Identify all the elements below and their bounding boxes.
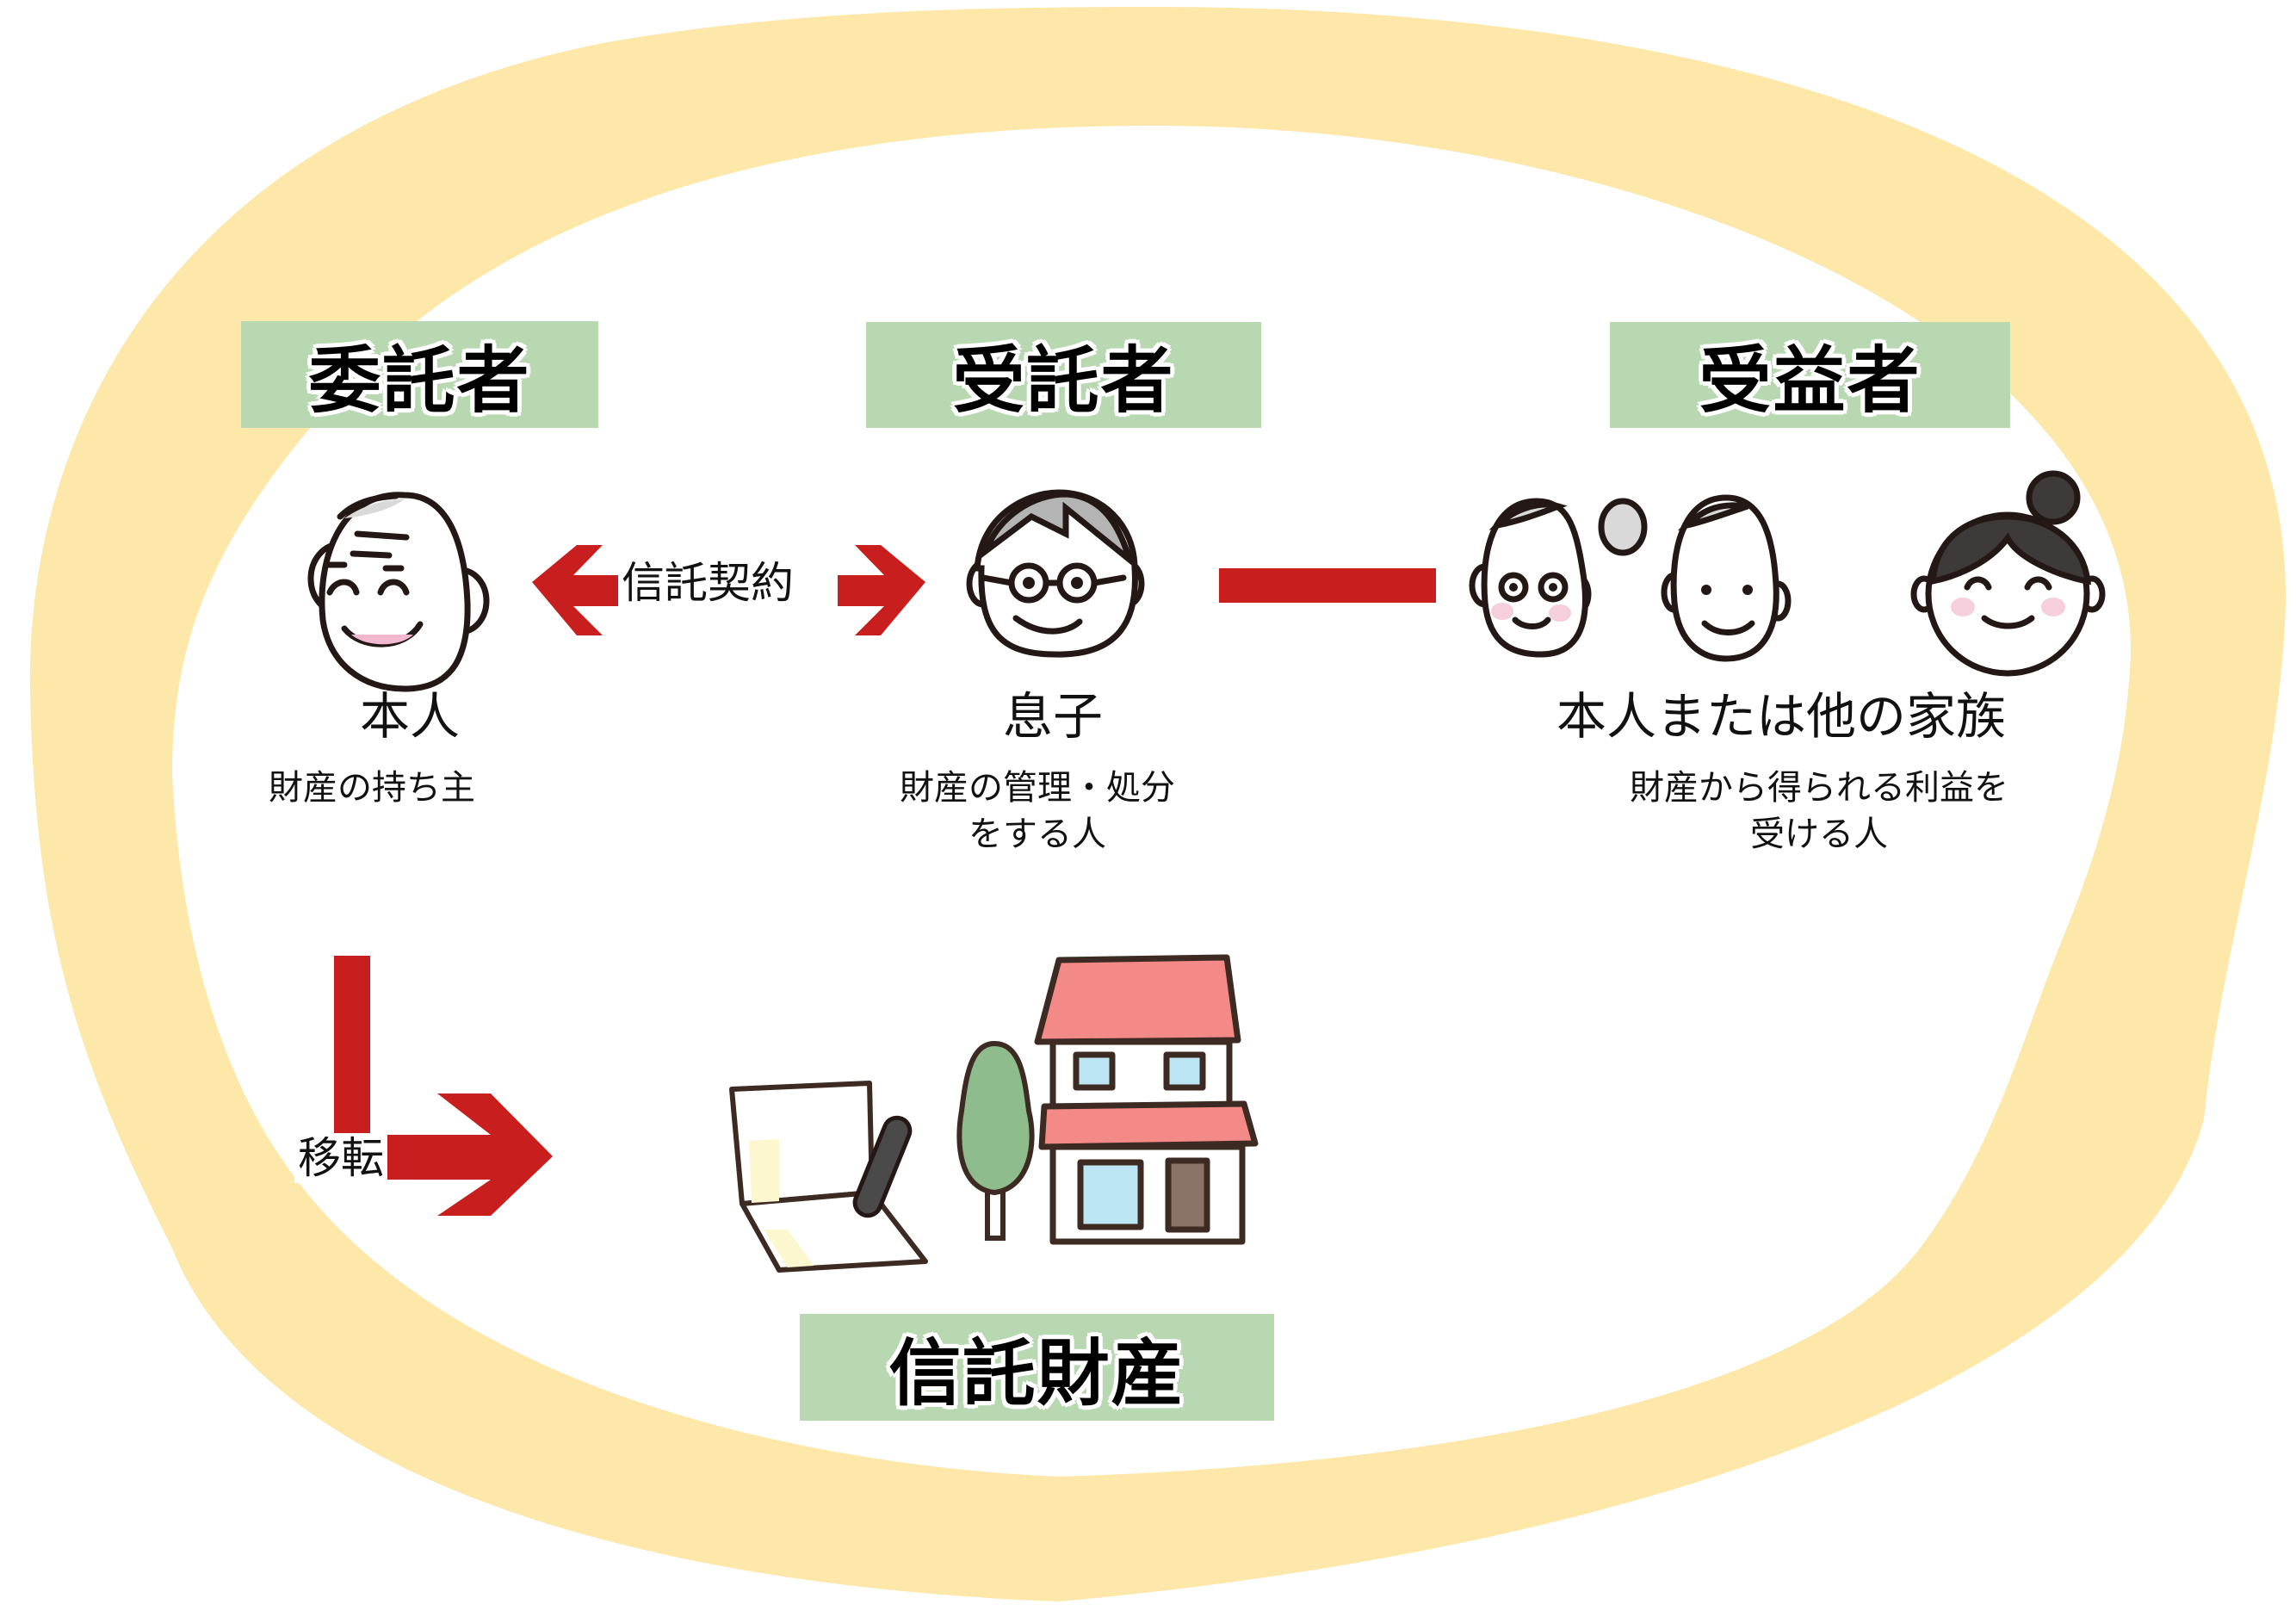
settlor-name: 本人: [360, 687, 461, 746]
transfer-arrow: [334, 956, 553, 1216]
contract-label: 信託契約: [618, 558, 797, 608]
beneficiary-name: 本人または他の家族: [1556, 687, 2007, 746]
house-icon: [1034, 954, 1259, 1245]
trustee-face-icon: [966, 489, 1145, 658]
trustee-name: 息子: [1003, 687, 1104, 746]
tree-icon: [956, 1040, 1035, 1241]
settlor-header-label: 委託者: [308, 338, 531, 423]
beneficiary-description: 財産から得られる利益を 受ける人: [1630, 768, 2008, 854]
trust-property-label: 信託財産: [888, 1330, 1185, 1416]
trustee-header: 受託者: [866, 322, 1261, 428]
trustee-description: 財産の管理・処分 をする人: [900, 768, 1175, 854]
settlor-face-icon: [307, 492, 490, 692]
transfer-label: 移転: [294, 1133, 387, 1183]
passbook-icon: [729, 1081, 928, 1273]
beneficiary-header-label: 受益者: [1699, 338, 1922, 423]
seal-stamp-icon: [852, 1115, 913, 1218]
trust-property-header: 信託財産: [800, 1314, 1274, 1421]
beneficiary-woman-face-icon: [1910, 470, 2106, 677]
beneficiary-connector-bar: [1219, 568, 1436, 603]
beneficiary-grandmother-face-icon: [1469, 498, 1648, 658]
contract-arrow: [532, 545, 925, 635]
trustee-header-label: 受託者: [952, 338, 1175, 423]
settlor-description: 財産の持ち主: [269, 768, 475, 808]
beneficiary-grandfather-face-icon: [1661, 494, 1792, 662]
beneficiary-header: 受益者: [1610, 322, 2010, 428]
settlor-header: 委託者: [241, 321, 598, 428]
